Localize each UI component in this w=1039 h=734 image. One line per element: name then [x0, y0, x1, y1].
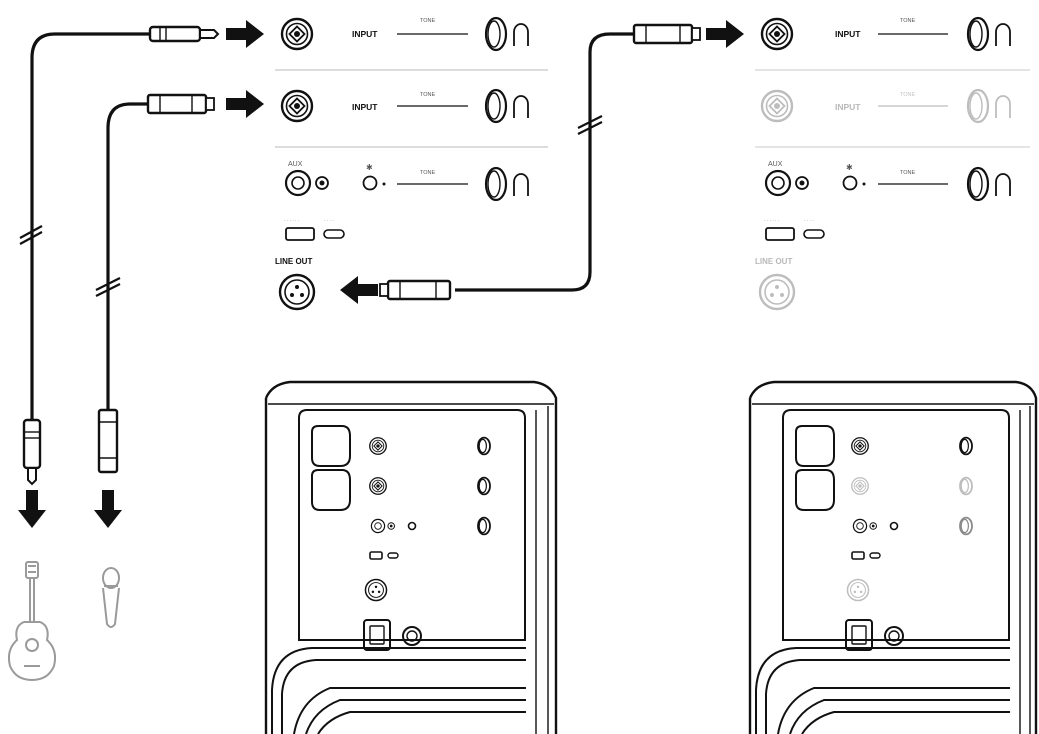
- xlr-plug-icon: [379, 279, 452, 301]
- xlr-jack-icon[interactable]: [758, 273, 796, 311]
- speaker-icon: [264, 380, 558, 734]
- channel-2-row: INPUT TONE: [760, 88, 1012, 124]
- combo-jack-icon[interactable]: [280, 89, 314, 123]
- volume-knob-icon[interactable]: [484, 88, 530, 124]
- svg-text:· · · ·: · · · ·: [324, 218, 334, 223]
- speaker-icon: [748, 380, 1038, 734]
- quarter-inch-plug-icon: [148, 25, 220, 43]
- combo-jack-icon[interactable]: [760, 89, 794, 123]
- arrow-right-icon: [706, 20, 744, 48]
- bluetooth-icon: ✱: [366, 163, 373, 172]
- aux-jack-icon[interactable]: [764, 169, 810, 197]
- channel-2-tone-label: TONE: [420, 92, 436, 98]
- aux-jack-icon[interactable]: [284, 169, 330, 197]
- volume-knob-icon[interactable]: [966, 88, 1012, 124]
- xlr-plug-icon: [146, 93, 215, 115]
- arrow-down-icon: [94, 490, 122, 528]
- line-out-section: LINE OUT: [275, 257, 316, 311]
- button-row: · · · · · · · · · ·: [764, 218, 825, 241]
- arrow-right-icon: [226, 20, 264, 48]
- line-out-section: LINE OUT: [755, 257, 796, 311]
- channel-1-row: INPUT TONE: [280, 16, 530, 52]
- arrow-left-icon: [340, 276, 378, 304]
- aux-row: AUX ✱ TONE: [284, 161, 530, 202]
- aux-label: AUX: [288, 161, 303, 168]
- svg-text:· · · · · ·: · · · · · ·: [764, 218, 779, 223]
- speaker-2-panel: INPUT TONE INPUT TONE AUX ✱ TONE · · · ·…: [755, 16, 1030, 311]
- channel-1-input-label: INPUT: [835, 29, 861, 39]
- microphone-cable: [95, 102, 150, 410]
- volume-knob-icon[interactable]: [484, 166, 530, 202]
- aux-label: AUX: [768, 161, 783, 168]
- combo-jack-icon[interactable]: [280, 17, 314, 51]
- channel-2-input-label: INPUT: [835, 102, 861, 112]
- xlr-plug-icon: [97, 408, 119, 474]
- channel-1-tone-label: TONE: [900, 18, 916, 24]
- speaker-1-panel: INPUT TONE INPUT TONE AUX ✱ TONE · · · ·…: [275, 16, 548, 311]
- tone-match-button[interactable]: [765, 227, 795, 241]
- button-row: · · · · · · · · · ·: [284, 218, 345, 241]
- aux-tone-label: TONE: [420, 170, 436, 176]
- channel-2-row: INPUT TONE: [280, 88, 530, 124]
- xlr-jack-icon[interactable]: [278, 273, 316, 311]
- channel-2-input-label: INPUT: [352, 102, 378, 112]
- link-cable: [455, 32, 640, 292]
- guitar-icon: [7, 561, 57, 682]
- svg-text:· · · ·: · · · ·: [804, 218, 814, 223]
- volume-knob-icon[interactable]: [966, 166, 1012, 202]
- quarter-inch-plug-icon: [22, 418, 42, 486]
- channel-1-row: INPUT TONE: [760, 16, 1012, 52]
- volume-knob-icon[interactable]: [966, 16, 1012, 52]
- aux-row: AUX ✱ TONE: [764, 161, 1012, 202]
- pairing-button[interactable]: [803, 229, 825, 239]
- bluetooth-icon: ✱: [846, 163, 853, 172]
- bluetooth-button[interactable]: [842, 175, 858, 191]
- channel-1-input-label: INPUT: [352, 29, 378, 39]
- pairing-button[interactable]: [323, 229, 345, 239]
- arrow-down-icon: [18, 490, 46, 528]
- svg-text:· · · · · ·: · · · · · ·: [284, 218, 299, 223]
- microphone-icon: [102, 567, 120, 628]
- bluetooth-button[interactable]: [362, 175, 378, 191]
- channel-1-tone-label: TONE: [420, 18, 436, 24]
- combo-jack-icon[interactable]: [760, 17, 794, 51]
- arrow-right-icon: [226, 90, 264, 118]
- xlr-plug-icon: [632, 23, 701, 45]
- line-out-label: LINE OUT: [275, 257, 312, 266]
- volume-knob-icon[interactable]: [484, 16, 530, 52]
- line-out-label: LINE OUT: [755, 257, 792, 266]
- aux-tone-label: TONE: [900, 170, 916, 176]
- tone-match-button[interactable]: [285, 227, 315, 241]
- guitar-cable: [19, 32, 150, 420]
- channel-2-tone-label: TONE: [900, 92, 916, 98]
